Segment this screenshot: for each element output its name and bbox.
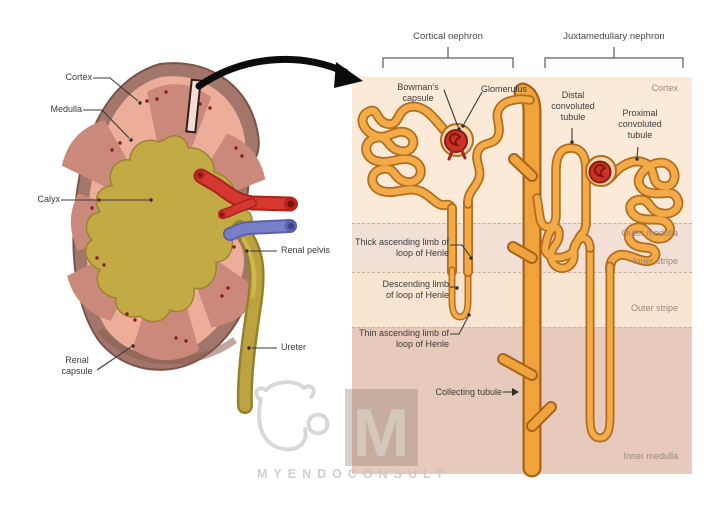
renal-vein <box>223 219 297 241</box>
label-kidney-cortex: Cortex <box>65 72 92 82</box>
juxtamedullary-nephron-heading: Juxtamedullary nephron <box>563 31 665 42</box>
cortical-nephron-bracket <box>382 47 514 68</box>
label-distal-convoluted-tubule: Distal convoluted tubule <box>551 90 595 122</box>
watermark-brand-text: MYENDOCONSULT <box>257 467 450 481</box>
label-collecting-tubule: Collecting tubule <box>435 387 502 397</box>
watermark-logo-letter: M <box>353 395 410 471</box>
label-descending-limb: Descending limb of loop of Henle <box>382 279 449 300</box>
stethoscope-icon <box>254 380 330 452</box>
ureter-shape <box>232 220 265 414</box>
label-renal-pelvis: Renal pelvis <box>281 245 331 255</box>
label-kidney-medulla: Medulla <box>50 104 82 114</box>
region-label-inner-medulla: Inner medulla <box>623 451 678 461</box>
label-proximal-convoluted-tubule: Proximal convoluted tubule <box>618 108 662 140</box>
juxtamedullary-nephron-bracket <box>544 47 684 68</box>
label-kidney-calyx: Calyx <box>37 194 60 204</box>
region-label-inner-stripe: Inner stripe <box>632 256 678 266</box>
region-label-cortex: Cortex <box>651 83 678 93</box>
outer-stripe-band <box>352 272 692 328</box>
glomerulus-left <box>440 123 474 161</box>
renal-artery <box>193 168 298 219</box>
label-pointer-lines <box>61 77 639 396</box>
glomerulus-right <box>585 155 617 187</box>
tissue-sample-slit <box>185 78 202 134</box>
renal-corpuscle-dots <box>90 90 244 343</box>
label-renal-capsule: Renal capsule <box>61 355 93 376</box>
label-glomerulus: Glomerulus <box>481 84 528 94</box>
juxtamedullary-nephron-tubule <box>537 148 678 438</box>
kidney-illustration <box>61 62 298 414</box>
collecting-duct <box>503 92 551 468</box>
label-ureter: Ureter <box>281 342 307 352</box>
label-thick-ascending-limb: Thick ascending limb of loop of Henle <box>354 237 449 258</box>
m-logo: M <box>345 389 418 471</box>
inner-medulla-band <box>352 327 692 474</box>
label-bowmans-capsule: Bowman's capsule <box>397 82 439 103</box>
nephron-tubules <box>363 92 679 468</box>
label-thin-ascending-limb: Thin ascending limb of loop of Henle <box>358 328 449 349</box>
cortical-nephron-heading: Cortical nephron <box>413 31 483 42</box>
zoom-arrow-icon <box>195 55 363 90</box>
region-label-outer-medulla: Outer medulla <box>621 228 678 238</box>
region-label-outer-stripe: Outer stripe <box>630 303 678 313</box>
